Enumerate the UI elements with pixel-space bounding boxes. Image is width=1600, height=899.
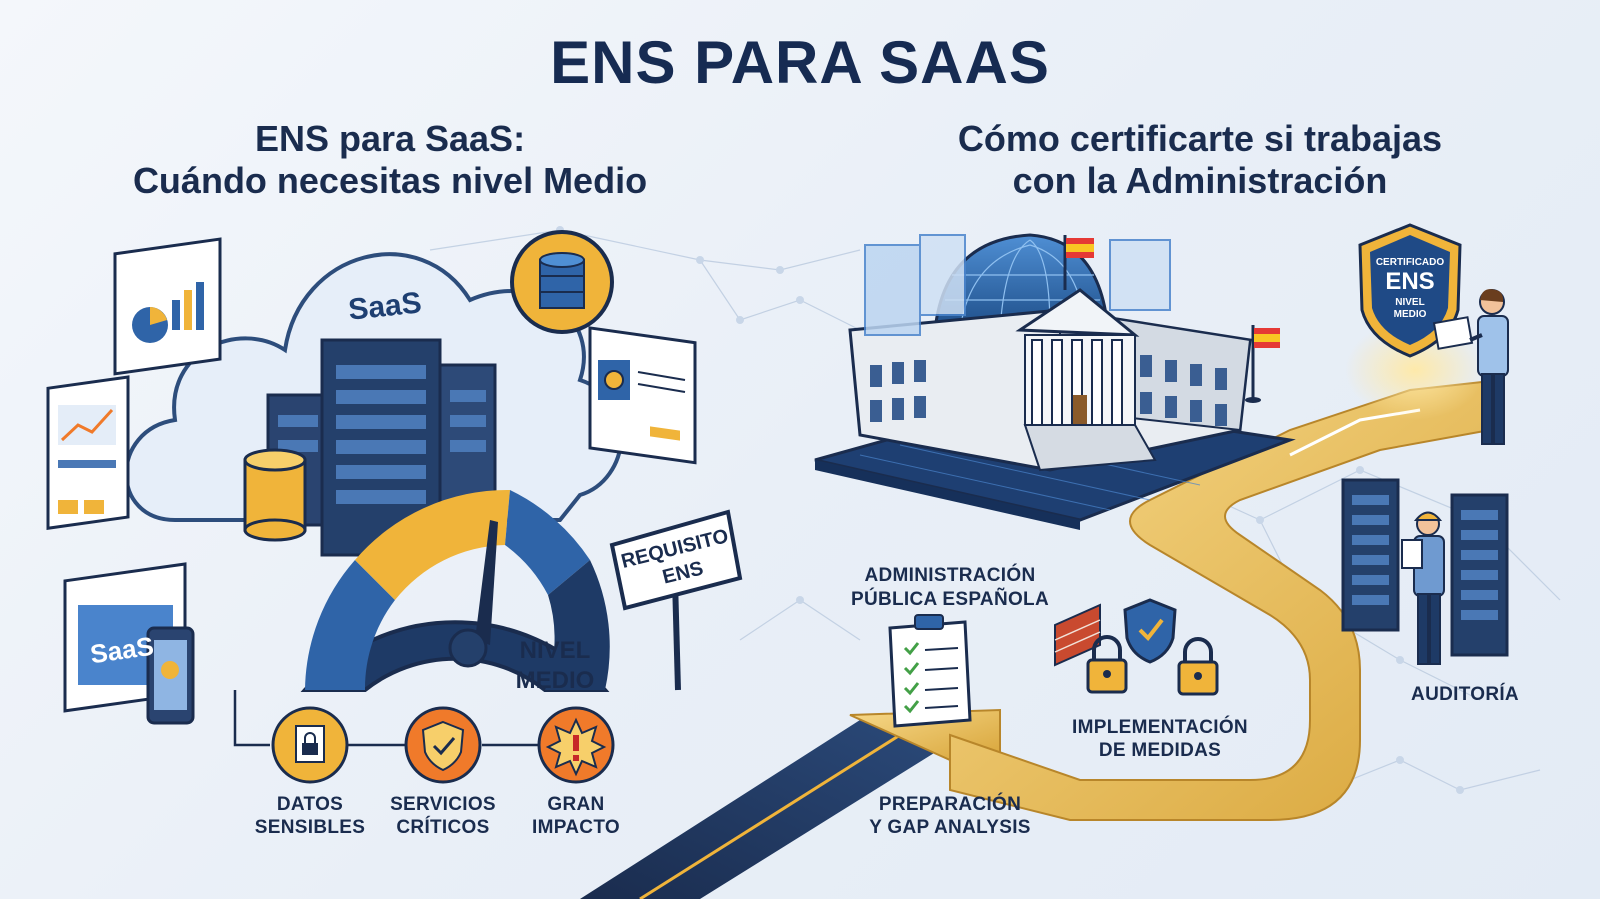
step-preparacion-line2: Y GAP ANALYSIS bbox=[869, 817, 1031, 838]
gauge-label-line1: NIVEL bbox=[519, 637, 591, 664]
requisito-sign bbox=[609, 509, 743, 691]
right-heading-line1: Cómo certificarte si trabajas bbox=[957, 118, 1443, 159]
chart-window-icon bbox=[46, 375, 130, 530]
shield-icon bbox=[1123, 598, 1177, 664]
padlock-icon bbox=[1177, 637, 1219, 696]
step-preparacion-line1: PREPARACIÓN bbox=[878, 794, 1022, 815]
step-implementacion-line1: IMPLEMENTACIÓN bbox=[1072, 717, 1248, 738]
brick-wall-icon bbox=[1054, 603, 1101, 667]
left-heading-line2: Cuándo necesitas nivel Medio bbox=[132, 160, 648, 201]
government-building-icon bbox=[814, 233, 1296, 530]
gauge-icon bbox=[300, 489, 610, 692]
criteria-2-line1: SERVICIOS bbox=[390, 794, 496, 815]
badge-line3: NIVEL bbox=[1395, 297, 1425, 308]
badge-line1: CERTIFICADO bbox=[1375, 257, 1445, 268]
navy-path bbox=[580, 720, 955, 899]
criteria-1-line1: DATOS bbox=[276, 794, 344, 815]
shield-check-icon bbox=[404, 706, 482, 784]
criteria-1-line2: SENSIBLES bbox=[254, 817, 366, 838]
dashboard-window-icon bbox=[113, 237, 222, 376]
database-circle-icon bbox=[510, 230, 614, 334]
criteria-3-line2: IMPACTO bbox=[532, 817, 620, 838]
right-heading-line2: con la Administración bbox=[1012, 160, 1388, 201]
criteria-3-line1: GRAN bbox=[547, 794, 605, 815]
left-heading-line1: ENS para SaaS: bbox=[254, 118, 526, 159]
page-title: ENS PARA SAAS bbox=[550, 29, 1050, 96]
checklist-icon bbox=[888, 614, 972, 728]
data-panel-icon bbox=[864, 234, 1171, 336]
alert-burst-icon bbox=[537, 706, 615, 784]
badge-line2: ENS bbox=[1385, 268, 1435, 295]
auditor-servers-icon bbox=[1341, 478, 1509, 665]
step-administracion-line2: PÚBLICA ESPAÑOLA bbox=[851, 589, 1049, 610]
step-auditoria: AUDITORÍA bbox=[1411, 684, 1519, 705]
step-administracion-line1: ADMINISTRACIÓN bbox=[864, 565, 1036, 586]
person-icon bbox=[1432, 289, 1509, 445]
network-nodes bbox=[556, 226, 1484, 794]
criteria-connector bbox=[233, 690, 540, 747]
settings-window-icon bbox=[588, 326, 697, 465]
phone-device-icon bbox=[146, 626, 195, 725]
lock-document-icon bbox=[271, 706, 349, 784]
badge-line4: MEDIO bbox=[1393, 309, 1427, 320]
gauge-label-line2: MEDIO bbox=[515, 667, 595, 694]
database-icon bbox=[243, 448, 307, 542]
criteria-2-line2: CRÍTICOS bbox=[396, 817, 490, 838]
step-implementacion-line2: DE MEDIDAS bbox=[1098, 740, 1222, 761]
padlock-icon bbox=[1086, 635, 1128, 694]
